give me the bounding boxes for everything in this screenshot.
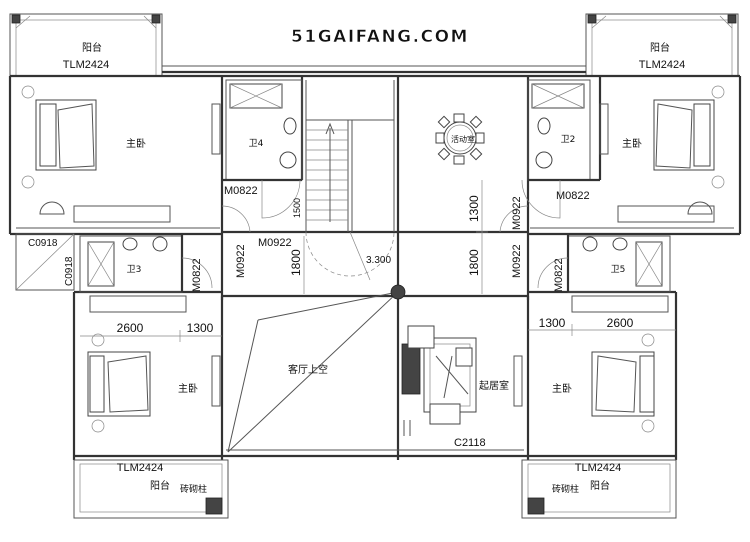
code-m0822-right: M0822	[556, 190, 590, 202]
label-living-void: 客厅上空	[288, 363, 328, 376]
label-balcony-top-left: 阳台	[82, 41, 102, 54]
bed-top-left	[21, 85, 97, 215]
code-tlm-bottom-left: TLM2424	[117, 462, 163, 474]
code-m0822-left: M0822	[224, 185, 258, 197]
label-balcony-bottom-left: 阳台	[150, 479, 170, 492]
code-m0922-vertical-left: M0922	[235, 244, 247, 278]
watermark-text: 51GAIFANG.COM	[291, 27, 469, 47]
label-sitting-room: 起居室	[479, 379, 509, 392]
code-m0922-vertical-upper-right: M0922	[511, 196, 523, 230]
living-void-lines	[227, 284, 406, 453]
label-master-top-left: 主卧	[126, 137, 146, 150]
bath-fixtures	[122, 83, 628, 252]
label-master-bottom-left: 主卧	[178, 382, 198, 395]
label-bath-3: 卫3	[127, 265, 142, 275]
label-bath-5: 卫5	[611, 265, 626, 275]
label-balcony-top-right: 阳台	[650, 41, 670, 54]
balcony-bottom-left	[73, 459, 229, 519]
stair-elevation: 3.300	[366, 255, 391, 266]
bed-bottom-right	[591, 333, 655, 433]
label-brick-column-right: 砖砌柱	[552, 483, 579, 495]
activity-table	[435, 113, 485, 165]
staircase: 3.300	[305, 80, 395, 281]
dim-1800-center: 1800	[467, 249, 481, 276]
label-bath-4: 卫4	[249, 139, 264, 149]
dim-2600-left: 2600	[117, 321, 144, 335]
dim-1800-left: 1800	[289, 249, 303, 276]
label-activity-room: 活动室	[451, 134, 475, 144]
balcony-bottom-right	[521, 459, 677, 519]
bed-top-right	[653, 85, 725, 215]
code-m0922-vertical-lower-right: M0922	[511, 244, 523, 278]
dim-2600-right: 2600	[607, 316, 634, 330]
label-balcony-bottom-right: 阳台	[590, 479, 610, 492]
code-tlm-bottom-right: TLM2424	[575, 462, 621, 474]
label-master-bottom-right: 主卧	[552, 382, 572, 395]
label-bath-2: 卫2	[561, 135, 576, 145]
code-tlm-top-right: TLM2424	[639, 59, 685, 71]
code-tlm-top-left: TLM2424	[63, 59, 109, 71]
bed-bottom-left	[87, 333, 151, 433]
code-m0922-corridor: M0922	[258, 237, 292, 249]
code-m0822-vertical-right: M0822	[553, 258, 565, 292]
label-brick-column-left: 砖砌柱	[180, 483, 207, 495]
wardrobes	[73, 103, 715, 407]
code-c0918-vertical: C0918	[64, 256, 75, 286]
code-c0918-horizontal: C0918	[28, 238, 58, 249]
dim-1300-center: 1300	[467, 195, 481, 222]
code-m0822-vertical-left: M0822	[191, 258, 203, 292]
doors	[181, 179, 569, 289]
dim-1500: 1500	[292, 198, 302, 218]
balcony-top-right	[585, 13, 739, 77]
dim-1300-right: 1300	[539, 316, 566, 330]
code-c2118: C2118	[454, 437, 486, 449]
label-master-top-right: 主卧	[622, 137, 642, 150]
dimensions	[80, 180, 676, 342]
dim-1300-left: 1300	[187, 321, 214, 335]
sofa-set	[401, 325, 477, 436]
